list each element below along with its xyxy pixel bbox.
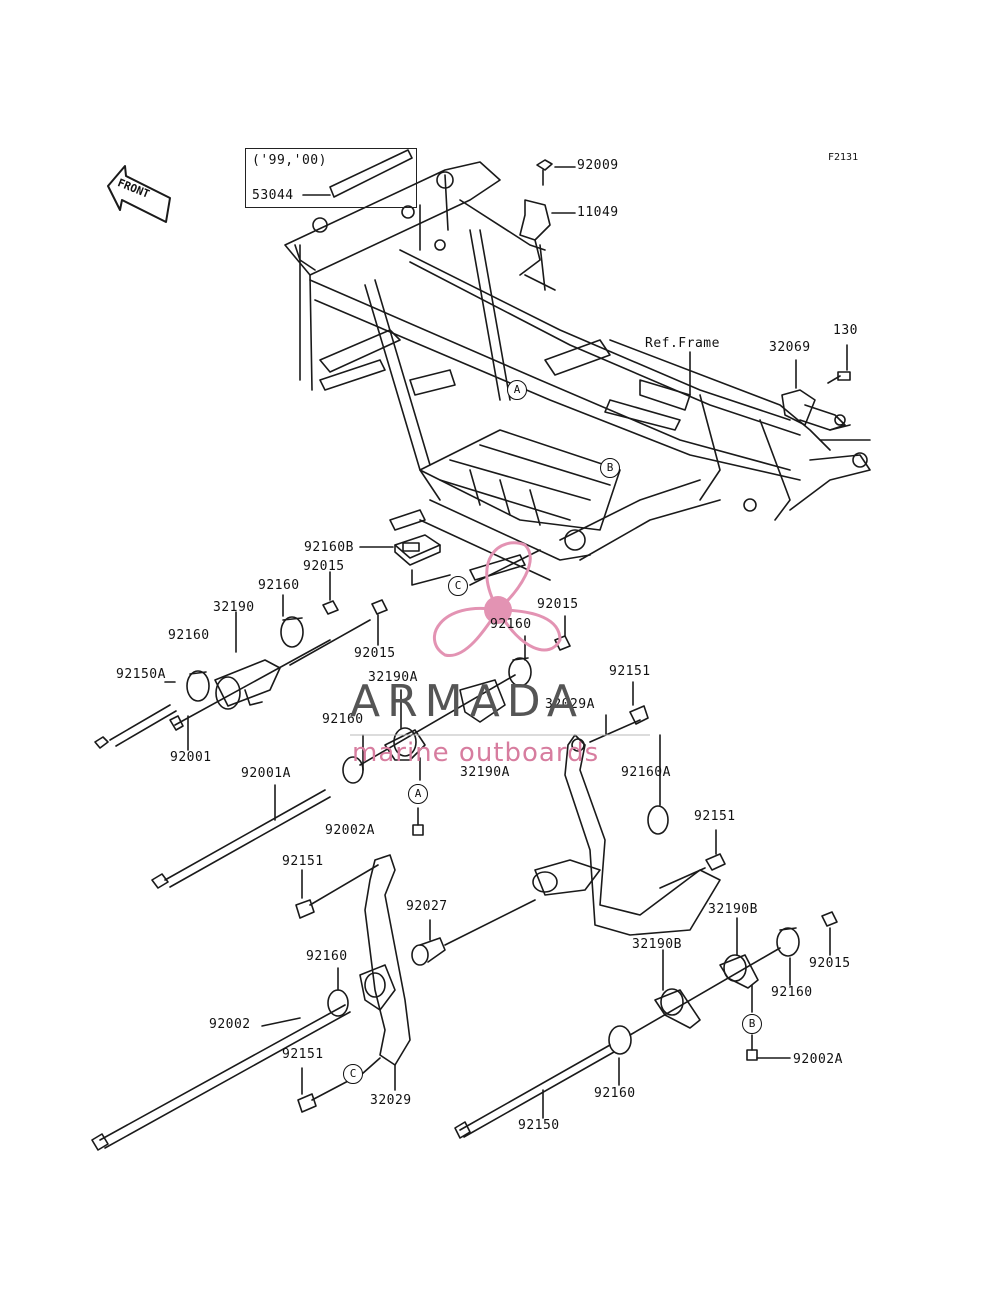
part-label: 92015 bbox=[809, 956, 851, 971]
part-label: 92160B bbox=[304, 540, 354, 555]
part-label: 32069 bbox=[769, 340, 811, 355]
part-label: 92015 bbox=[303, 559, 345, 574]
part-label: 92009 bbox=[577, 158, 619, 173]
part-label: 92001 bbox=[170, 750, 212, 765]
part-label: 92160 bbox=[306, 949, 348, 964]
part-label: 92027 bbox=[406, 899, 448, 914]
callout-c: C bbox=[448, 576, 468, 596]
part-label: 92160 bbox=[168, 628, 210, 643]
part-label: 130 bbox=[833, 323, 858, 338]
part-label: 32029 bbox=[370, 1093, 412, 1108]
callout-c: C bbox=[343, 1064, 363, 1084]
part-label: 92002A bbox=[325, 823, 375, 838]
part-label: 32190A bbox=[368, 670, 418, 685]
part-label: 92150A bbox=[116, 667, 166, 682]
watermark-tagline: marine outboards bbox=[352, 738, 600, 768]
part-label: 92160 bbox=[771, 985, 813, 1000]
callout-a: A bbox=[507, 380, 527, 400]
note-part-53044: 53044 bbox=[252, 188, 294, 203]
part-label: 32190A bbox=[460, 765, 510, 780]
part-label: 92151 bbox=[609, 664, 651, 679]
callout-b: B bbox=[600, 458, 620, 478]
ref-frame-label: Ref.Frame bbox=[645, 336, 720, 351]
part-label: 92002A bbox=[793, 1052, 843, 1067]
part-label: 92151 bbox=[694, 809, 736, 824]
part-label: 92151 bbox=[282, 854, 324, 869]
part-label: 32190 bbox=[213, 600, 255, 615]
note-years: ('99,'00) bbox=[252, 153, 327, 168]
part-label: 92002 bbox=[209, 1017, 251, 1032]
part-label: 92160 bbox=[490, 617, 532, 632]
part-label: 32029A bbox=[545, 697, 595, 712]
front-arrow-icon bbox=[107, 165, 171, 223]
callout-b: B bbox=[742, 1014, 762, 1034]
part-label: 32190B bbox=[708, 902, 758, 917]
part-label: 92160 bbox=[322, 712, 364, 727]
part-label: 92160A bbox=[621, 765, 671, 780]
part-label: 92015 bbox=[354, 646, 396, 661]
part-label: 32190B bbox=[632, 937, 682, 952]
diagram-code: F2131 bbox=[828, 152, 859, 163]
model-year-note-box bbox=[245, 148, 417, 208]
part-label: 92160 bbox=[258, 578, 300, 593]
part-label: 92150 bbox=[518, 1118, 560, 1133]
part-label: 92151 bbox=[282, 1047, 324, 1062]
callout-a: A bbox=[408, 784, 428, 804]
propeller-logo-icon bbox=[433, 541, 562, 657]
part-label: 92015 bbox=[537, 597, 579, 612]
part-label: 92001A bbox=[241, 766, 291, 781]
part-label: 11049 bbox=[577, 205, 619, 220]
watermark-brand: ARMADA bbox=[350, 676, 584, 727]
part-label: 92160 bbox=[594, 1086, 636, 1101]
